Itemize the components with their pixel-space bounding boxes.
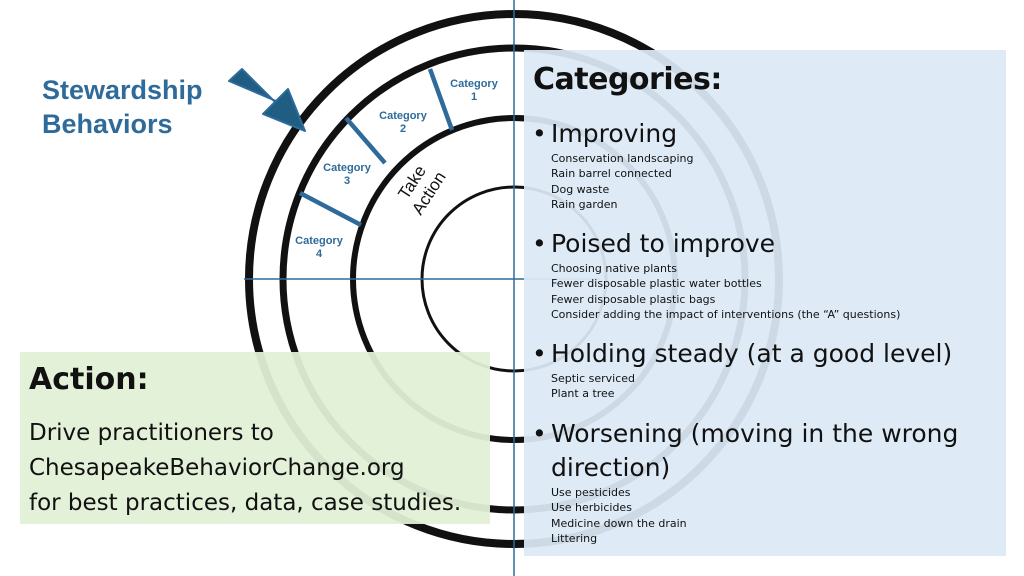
stewardship-behaviors-label: Stewardship Behaviors bbox=[42, 75, 203, 139]
category-item-improving: •Improving Conservation landscaping Rain… bbox=[532, 117, 1002, 213]
bullet-icon: • bbox=[532, 339, 547, 368]
category-details: Choosing native plants Fewer disposable … bbox=[551, 262, 901, 322]
bullet-icon: • bbox=[532, 119, 547, 148]
categories-title: Categories: bbox=[533, 62, 722, 97]
categories-panel: Categories: •Improving Conservation land… bbox=[524, 50, 1006, 556]
category-divider-3 bbox=[298, 191, 363, 227]
arrow-icon bbox=[228, 68, 306, 132]
bullet-icon: • bbox=[532, 229, 547, 258]
bullet-icon: • bbox=[532, 419, 547, 448]
category-divider-2 bbox=[344, 116, 387, 165]
website-link-text: ChesapeakeBehaviorChange.org bbox=[29, 455, 405, 481]
category-heading: Holding steady (at a good level) bbox=[551, 339, 953, 368]
category-details: Use pesticides Use herbicides Medicine d… bbox=[551, 486, 687, 546]
category-item-worsening: •Worsening (moving in the wrong directio… bbox=[532, 417, 1002, 547]
action-title: Action: bbox=[29, 362, 149, 397]
category-heading: Poised to improve bbox=[551, 229, 776, 258]
category-details: Septic serviced Plant a tree bbox=[551, 372, 636, 401]
category-item-poised: •Poised to improve Choosing native plant… bbox=[532, 227, 1002, 323]
category-heading: Worsening (moving in the wrong bbox=[551, 419, 959, 448]
category-item-holding-steady: •Holding steady (at a good level) Septic… bbox=[532, 337, 1002, 402]
action-panel: Action: Drive practitioners to Chesapeak… bbox=[20, 352, 490, 524]
category-divider-1 bbox=[427, 68, 455, 131]
category-heading: Improving bbox=[551, 119, 678, 148]
action-body: Drive practitioners to ChesapeakeBehavio… bbox=[29, 420, 462, 516]
category-heading-continued: direction) bbox=[551, 453, 671, 482]
category-details: Conservation landscaping Rain barrel con… bbox=[551, 152, 694, 212]
